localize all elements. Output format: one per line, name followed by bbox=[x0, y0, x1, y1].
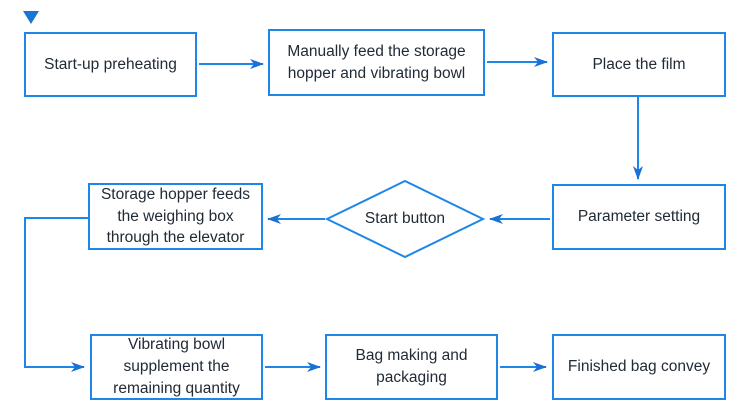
node-finished-bag-convey: Finished bag convey bbox=[552, 334, 726, 400]
down-triangle-icon bbox=[23, 11, 39, 24]
node-storage-hopper-feeds: Storage hopper feeds the weighing box th… bbox=[88, 183, 263, 250]
node-start-button-label: Start button bbox=[364, 210, 446, 228]
edge-storage-hopper-to-vibrating-bowl bbox=[24, 217, 88, 372]
node-manually-feed-hopper: Manually feed the storage hopper and vib… bbox=[268, 29, 485, 96]
node-vibrating-bowl-supplement: Vibrating bowl supplement the remaining … bbox=[90, 334, 263, 400]
node-place-the-film: Place the film bbox=[552, 32, 726, 97]
node-bag-making-packaging: Bag making and packaging bbox=[325, 334, 498, 400]
node-start-up-preheating: Start-up preheating bbox=[24, 32, 197, 97]
node-start-button-diamond bbox=[324, 179, 486, 259]
node-parameter-setting: Parameter setting bbox=[552, 184, 726, 250]
